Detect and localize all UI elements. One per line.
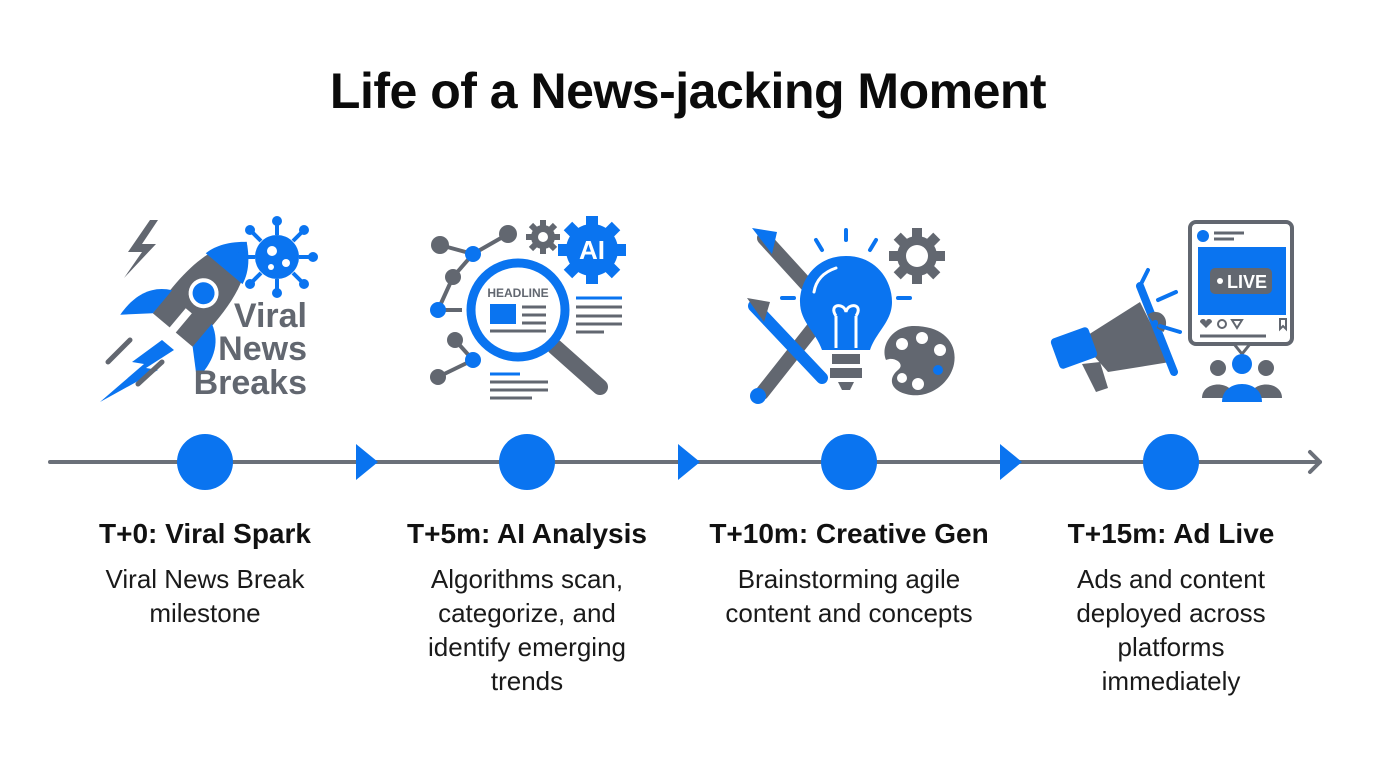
stage-title: T+5m: AI Analysis [407, 518, 647, 549]
milestone-dot-4 [1143, 434, 1199, 490]
stage-description: Viral News Break milestone [105, 564, 305, 628]
stage-title: T+15m: Ad Live [1067, 518, 1275, 549]
stage-description: Brainstorming agile content and concepts [725, 564, 973, 628]
icon-label-viral: Viral [234, 297, 307, 335]
stage-1: T+0: Viral Spark Viral News Break milest… [45, 518, 365, 630]
svg-text:News: News [218, 330, 307, 368]
stage-4: T+15m: Ad Live Ads and content deployed … [1011, 518, 1331, 698]
stage-title: T+10m: Creative Gen [709, 518, 989, 549]
diagram-title: Life of a News-jacking Moment [329, 63, 1047, 119]
svg-text:LIVE: LIVE [1227, 272, 1267, 292]
milestone-dot-1 [177, 434, 233, 490]
stage-description: Ads and content deployed across platform… [1076, 564, 1266, 696]
arrow-marker-2 [678, 444, 700, 480]
svg-text:Breaks: Breaks [194, 364, 307, 402]
megaphone-live-icon: LIVE [1040, 212, 1300, 412]
timeline-axis [0, 430, 1376, 494]
lightbulb-creative-icon [742, 218, 962, 408]
arrow-marker-3 [1000, 444, 1022, 480]
magnifier-ai-icon: AI HEADLINE [420, 212, 630, 412]
stage-3: T+10m: Creative Gen Brainstorming agile … [689, 518, 1009, 630]
stage-2: T+5m: AI Analysis Algorithms scan, categ… [367, 518, 687, 698]
rocket-virus-icon: Viral News Breaks [92, 212, 332, 412]
stage-description: Algorithms scan, categorize, and identif… [428, 564, 626, 696]
svg-text:HEADLINE: HEADLINE [487, 286, 548, 300]
milestone-dot-3 [821, 434, 877, 490]
svg-text:AI: AI [579, 235, 605, 265]
stage-title: T+0: Viral Spark [99, 518, 311, 549]
milestone-dot-2 [499, 434, 555, 490]
arrow-marker-1 [356, 444, 378, 480]
